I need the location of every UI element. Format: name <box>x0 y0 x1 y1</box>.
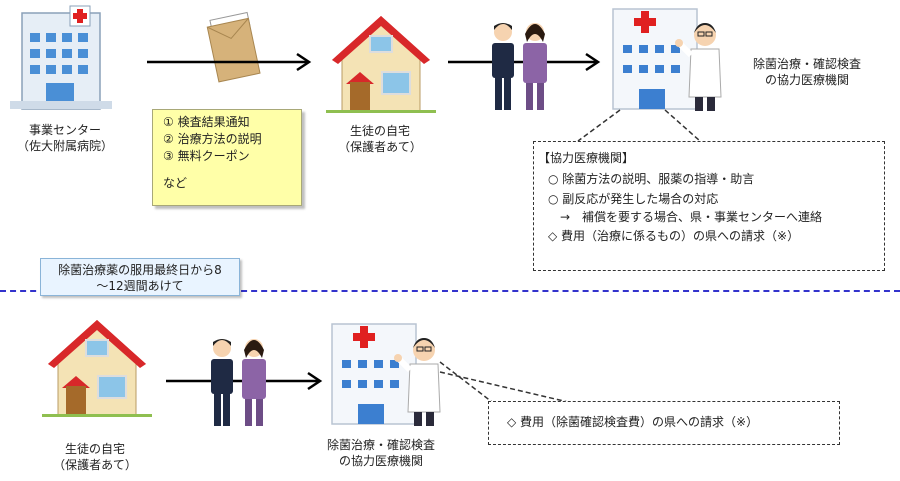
arrow-center-to-home <box>147 52 312 72</box>
role-box-title: 【協力医療機関】 <box>538 151 635 165</box>
hospital-role-box: 【協力医療機関】 ○ 除菌方法の説明、服薬の指導・助言 ○ 副反応が発生した場合… <box>533 141 885 271</box>
home-label: 生徒の自宅 （保護者あて） <box>53 442 137 472</box>
documents-note: ① 検査結果通知 ② 治療方法の説明 ③ 無料クーポン など <box>152 109 302 206</box>
documents-etc: など <box>163 176 188 190</box>
documents-item: ① 検査結果通知 <box>163 115 250 129</box>
cooperating-hospital-icon <box>331 323 441 426</box>
arrow-home-to-hospital <box>448 52 601 72</box>
documents-item: ③ 無料クーポン <box>163 149 250 163</box>
envelope-icon <box>206 11 261 83</box>
role-line: ◇ 費用（治療に係るもの）の県への請求（※） <box>548 229 800 243</box>
home-icon <box>42 320 152 417</box>
cooperating-hospital-icon <box>612 8 722 111</box>
hospital-label: 除菌治療・確認検査 の協力医療機関 <box>326 438 435 468</box>
student-and-parent-icon <box>211 339 266 426</box>
student-and-parent-icon <box>492 23 547 110</box>
section-separator <box>0 290 900 292</box>
interval-note: 除菌治療薬の服用最終日から8 ～12週間あけて <box>40 258 240 296</box>
billing-text: ◇ 費用（除菌確認検査費）の県への請求（※） <box>507 415 759 429</box>
home-label: 生徒の自宅 （保護者あて） <box>338 124 422 154</box>
role-line: → 補償を要する場合、県・事業センターへ連絡 <box>548 210 823 224</box>
hospital-label: 除菌治療・確認検査 の協力医療機関 <box>752 57 861 87</box>
role-line: ○ 除菌方法の説明、服薬の指導・助言 <box>548 172 755 186</box>
documents-item: ② 治療方法の説明 <box>163 132 262 146</box>
billing-box: ◇ 費用（除菌確認検査費）の県への請求（※） <box>488 401 840 445</box>
business-center-label: 事業センター （佐大附属病院） <box>16 123 113 153</box>
role-line: ○ 副反応が発生した場合の対応 <box>548 192 719 206</box>
home-icon <box>326 16 436 113</box>
business-center-building-icon <box>10 5 112 110</box>
